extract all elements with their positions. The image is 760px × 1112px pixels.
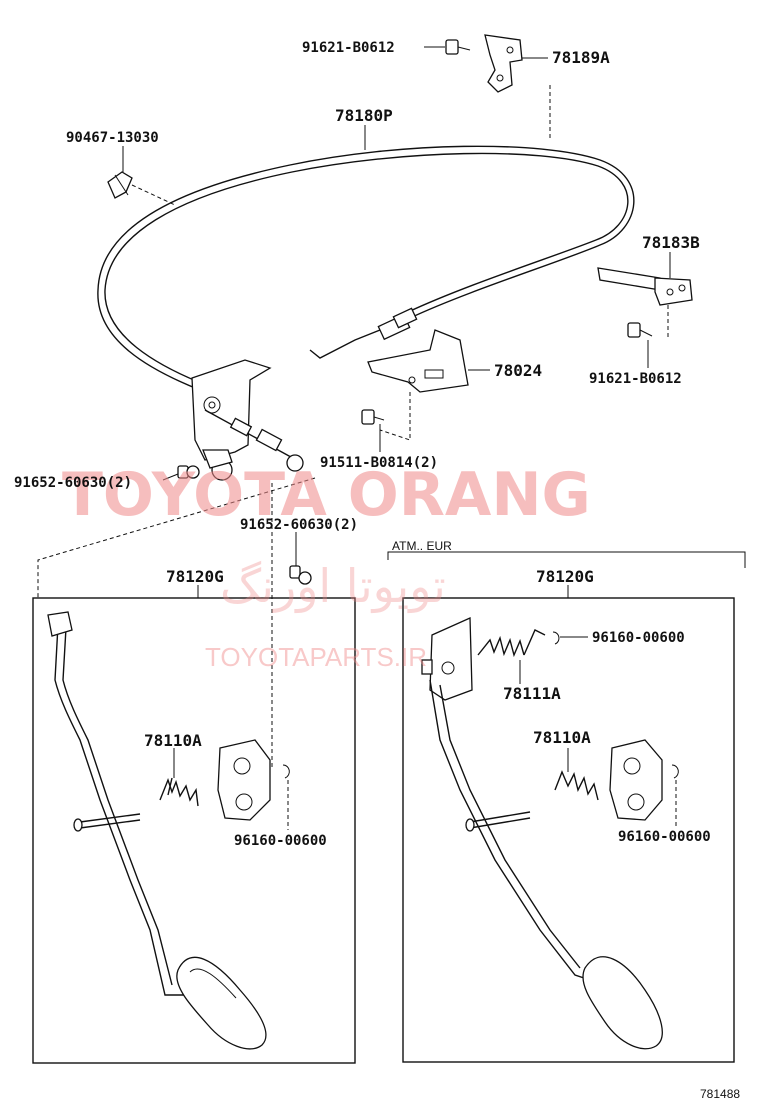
label-91621-top: 91621-B0612 <box>302 40 395 56</box>
label-78024: 78024 <box>494 361 542 380</box>
label-90467: 90467-13030 <box>66 130 159 146</box>
bracket-78183B <box>597 267 693 306</box>
bracket-78189A <box>484 34 523 93</box>
label-78111A: 78111A <box>503 684 561 703</box>
watermark-brand: TOYOTA ORANG <box>62 460 591 530</box>
bolt-91511 <box>361 409 385 425</box>
label-78120G-right: 78120G <box>536 567 594 586</box>
bolt-91652-left <box>177 465 200 479</box>
pedal-bracket-assembly <box>191 359 304 481</box>
diagram-number: 781488 <box>700 1087 740 1101</box>
bolt-top <box>445 39 471 55</box>
variant-note: ATM.. EUR <box>392 539 452 553</box>
label-78120G-left: 78120G <box>166 567 224 586</box>
label-96160-right-top: 96160-00600 <box>592 630 685 646</box>
label-78180P: 78180P <box>335 106 393 125</box>
accelerator-cable <box>97 145 635 391</box>
label-78110A-right: 78110A <box>533 728 591 747</box>
bolt-91652-mid <box>289 565 312 585</box>
watermark-site: TOYOTAPARTS.IR <box>205 642 427 672</box>
label-91652-mid: 91652-60630(2) <box>240 517 358 533</box>
leader-lines <box>122 46 671 778</box>
label-91621-right: 91621-B0612 <box>589 371 682 387</box>
label-78183B: 78183B <box>642 233 700 252</box>
label-78189A: 78189A <box>552 48 610 67</box>
label-96160-right: 96160-00600 <box>618 829 711 845</box>
clip-90467 <box>107 171 133 199</box>
left-pedal-box <box>32 585 356 1064</box>
bracket-78024 <box>367 329 469 393</box>
label-96160-left: 96160-00600 <box>234 833 327 849</box>
bolt-right <box>627 322 653 338</box>
label-91511: 91511-B0814(2) <box>320 455 438 471</box>
label-91652-left: 91652-60630(2) <box>14 475 132 491</box>
right-pedal-box <box>387 551 746 1063</box>
label-78110A-left: 78110A <box>144 731 202 750</box>
watermark-persian: تویوتا اورنگ <box>220 559 446 614</box>
